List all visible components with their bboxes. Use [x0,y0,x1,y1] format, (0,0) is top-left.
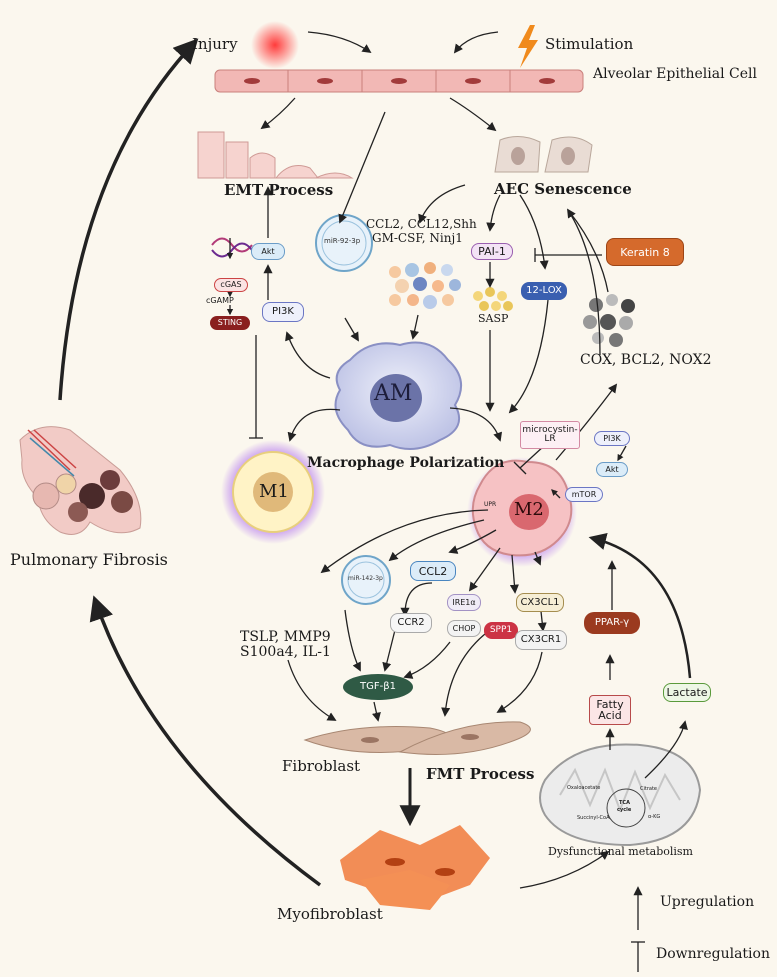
sasp-dots-icon [473,287,513,311]
akt-top-badge: Akt [251,243,285,260]
macrophage-polarization-label: Macrophage Polarization [307,455,505,471]
m1-label: M1 [259,481,289,502]
emt-process-label: EMT Process [224,181,334,199]
ccr2-badge: CCR2 [390,613,432,633]
fatty-acid-line1: Fatty [596,698,624,711]
tca-line1: TCA [619,800,630,806]
mtor-badge: mTOR [565,487,603,502]
microcystin-line1: microcystin- [522,425,578,435]
fatty-acid-line2: Acid [598,709,622,722]
mitochondria-icon [539,743,702,847]
alveolar-epithelium [214,69,584,93]
am-macrophage-icon [334,341,463,450]
cox-dots-icon [583,294,635,347]
m2-label: M2 [514,499,544,520]
cx3cr1-badge: CX3CR1 [515,630,567,650]
fibrotic-lung-icon [19,426,142,535]
akg-label: α-KG [648,814,661,820]
keratin8-badge: Keratin 8 [606,238,684,266]
pi3k-left-badge: PI3K [262,302,304,322]
ire1a-badge: IRE1α [447,594,481,611]
myofibroblast-cells-icon [340,825,490,910]
cytokine-dots-icon [389,262,461,309]
lactate-badge: Lactate [663,683,711,702]
ccl2-badge: CCL2 [410,561,456,581]
upr-label: UPR [484,501,497,508]
legend-downregulation-label: Downregulation [656,946,770,962]
pulmonary-fibrosis-label: Pulmonary Fibrosis [10,550,168,569]
injury-label: Injury [192,35,238,53]
inhibition-lines [249,248,645,972]
tgfb1-label: TGF-β1 [360,681,396,692]
m2-macrophage-icon [467,457,577,567]
tslp-line2: S100a4, IL-1 [240,644,331,660]
spp1-badge: SPP1 [484,622,518,639]
mir142-label: miR-142-3p [348,575,383,582]
fibroblast-cells-icon [303,721,531,755]
dna-icon [211,237,253,253]
cgas-badge: cGAS [214,278,248,292]
ppar-gamma-badge: PPAR-γ [584,612,640,634]
am-label: AM [374,381,413,406]
12-lox-badge: 12-LOX [521,282,567,300]
lightning-icon [518,25,538,68]
exosome-mir92-icon [315,214,373,272]
pai1-badge: PAI-1 [471,243,513,260]
legend-upregulation-label: Upregulation [660,894,755,910]
alveolar-epithelial-cell-label: Alveolar Epithelial Cell [593,66,757,82]
fmt-process-label: FMT Process [426,765,535,783]
stimulation-label: Stimulation [545,35,634,53]
exosome-mir142-icon [341,555,391,605]
cytokines-line2: GM-CSF, Ninj1 [372,231,463,245]
succinyl-coa-label: Succinyl-CoA [577,815,610,821]
oxaloacetate-label: Oxaloacetate [567,785,601,791]
pi3k-right-badge: PI3K [594,431,630,446]
cgamp-label: cGAMP [206,296,234,305]
tgfb1-badge-bg [343,674,413,700]
sasp-label: SASP [478,312,509,325]
cytokines-line1: CCL2, CCL12,Shh [366,217,477,231]
arrows [58,31,692,930]
myofibroblast-label: Myofibroblast [277,905,383,923]
microcystin-badge: microcystin- LR [520,421,580,449]
mir92-label: miR-92-3p [324,237,361,245]
dysfunctional-metabolism-label: Dysfunctional metabolism [548,845,693,858]
cox-bcl2-nox2-label: COX, BCL2, NOX2 [580,352,712,368]
sting-badge: STING [210,316,250,330]
fibroblast-label: Fibroblast [282,757,361,775]
akt-right-badge: Akt [596,462,628,477]
citrate-label: Citrate [640,786,657,792]
fatty-acid-badge: Fatty Acid [589,695,631,725]
microcystin-line2: LR [544,434,556,444]
tca-line2: cycle [617,807,632,813]
senescent-cells-icon [494,136,593,173]
aec-senescence-label: AEC Senescence [494,180,632,198]
cx3cl1-badge: CX3CL1 [516,593,564,612]
injury-glow-icon [251,21,299,69]
m1-macrophage-icon [221,440,325,544]
chop-badge: CHOP [447,620,481,637]
emt-cells-icon [197,131,354,179]
tslp-line1: TSLP, MMP9 [240,629,331,645]
